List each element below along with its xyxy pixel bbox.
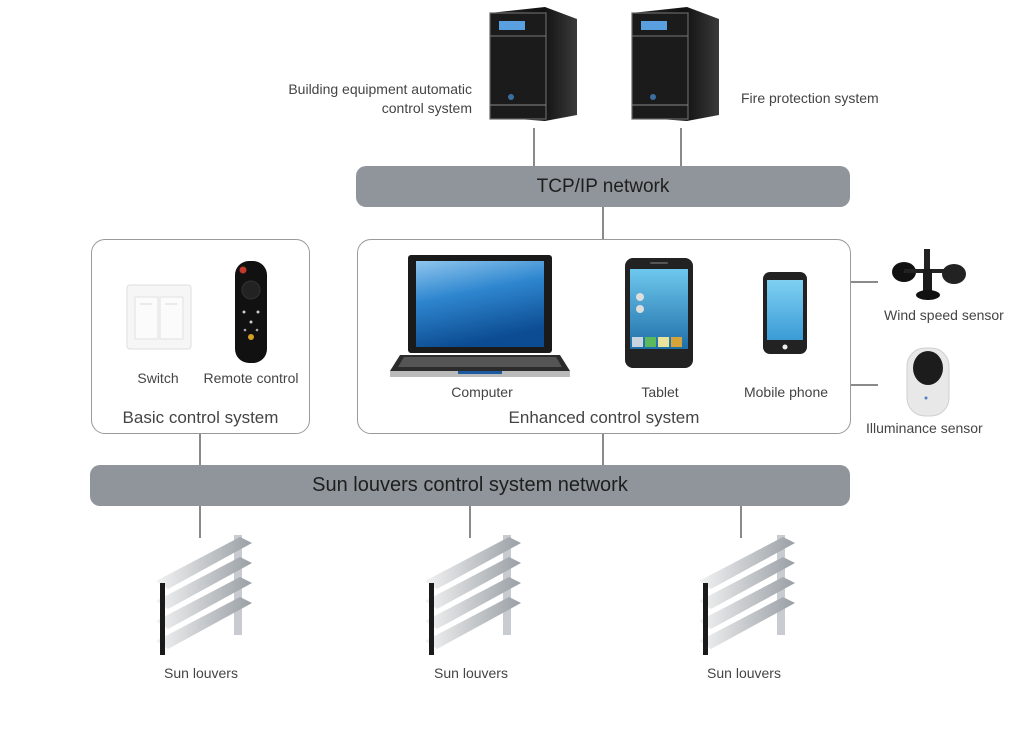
server-icon [631,7,719,121]
server-label-building-equipment: Building equipment automatic control sys… [288,81,472,116]
sun-louvers-label: Sun louvers [164,665,238,681]
server-icon [489,7,577,121]
enhanced-control-system-title: Enhanced control system [508,408,700,427]
illuminance-sensor-icon [906,347,950,417]
connector-line [199,506,201,538]
illuminance-sensor-label: Illuminance sensor [866,420,983,436]
connector-line [680,128,682,166]
sun-louvers-icon [699,535,795,655]
wind-speed-sensor-icon [892,249,966,300]
sun-louvers-label: Sun louvers [434,665,508,681]
basic-control-system-panel [91,239,310,434]
remote-control-label: Remote control [203,370,299,386]
connector-line [850,384,878,386]
remote-control-icon [235,261,267,363]
switch-icon [126,284,192,350]
wind-speed-sensor-label: Wind speed sensor [884,307,1004,323]
server-label-fire-protection: Fire protection system [741,90,879,106]
computer-icon [390,255,570,377]
sun-louvers-network-bar: Sun louvers control system network [90,465,850,506]
connector-line [533,128,535,166]
computer-label: Computer [451,384,513,400]
tcp-ip-network-bar: TCP/IP network [356,166,850,207]
tcp-ip-network-label: TCP/IP network [536,176,670,197]
connector-line [199,433,201,466]
tablet-icon [625,258,693,368]
connector-line [469,506,471,538]
mobile-phone-icon [763,272,807,354]
sun-louvers-icon [156,535,252,655]
basic-control-system-title: Basic control system [122,408,279,427]
switch-label: Switch [137,370,179,386]
tablet-label: Tablet [641,384,679,400]
connector-line [740,506,742,538]
connector-line [602,433,604,466]
sun-louvers-icon [425,535,521,655]
mobile-phone-label: Mobile phone [743,384,829,400]
connector-line [602,207,604,240]
sun-louvers-network-label: Sun louvers control system network [312,474,628,496]
connector-line [850,281,878,283]
sun-louvers-label: Sun louvers [707,665,781,681]
